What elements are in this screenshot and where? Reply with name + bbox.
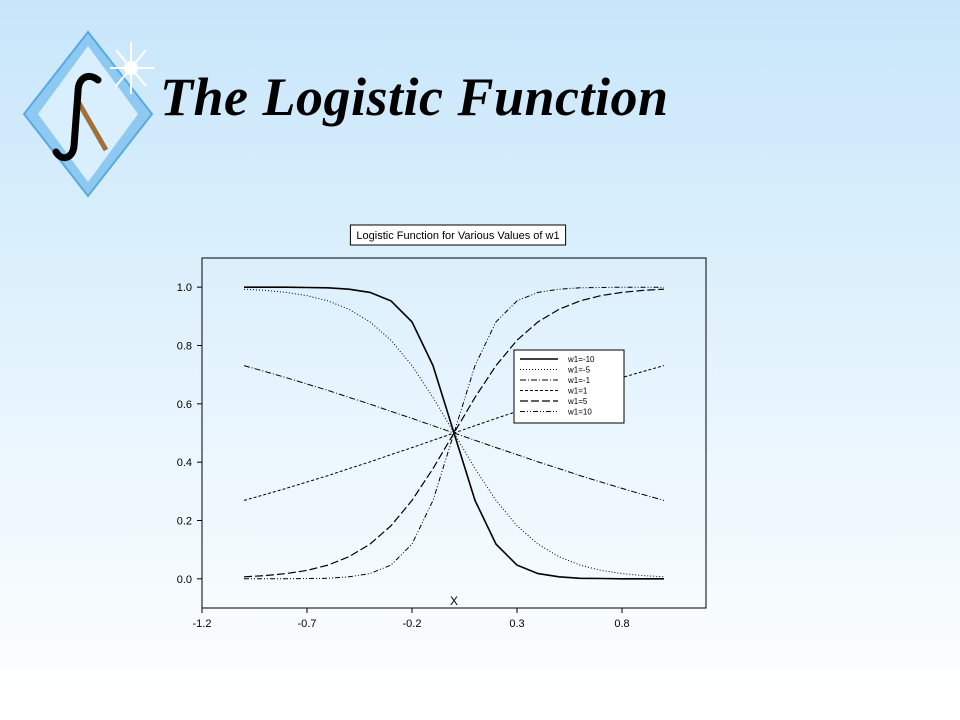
y-tick-label: 0.0 bbox=[177, 574, 192, 586]
series-line-w1=5 bbox=[243, 288, 665, 578]
x-tick-label: -1.2 bbox=[193, 618, 212, 630]
plot-frame bbox=[201, 257, 707, 609]
x-tick-label: -0.2 bbox=[403, 618, 422, 630]
x-axis-label: X bbox=[450, 594, 458, 608]
chart-title: Logistic Function for Various Values of … bbox=[356, 230, 559, 242]
x-tick-label: 0.8 bbox=[614, 618, 629, 630]
series-line-w1=1 bbox=[243, 365, 665, 501]
legend-box bbox=[513, 349, 625, 424]
series-line-w1=-5 bbox=[243, 288, 665, 578]
y-tick-label: 0.6 bbox=[177, 399, 192, 411]
y-tick-label: 0.4 bbox=[177, 457, 192, 469]
legend-label: w1=5 bbox=[567, 397, 588, 406]
legend-label: w1=-5 bbox=[567, 366, 591, 375]
y-tick-label: 0.2 bbox=[177, 516, 192, 528]
chart-title-box bbox=[349, 224, 567, 246]
x-tick-label: 0.3 bbox=[509, 618, 524, 630]
slide-title: The Logistic Function bbox=[160, 67, 669, 127]
legend-label: w1=-10 bbox=[567, 355, 595, 364]
legend-label: w1=-1 bbox=[567, 376, 591, 385]
integral-diamond-logo-icon bbox=[22, 30, 154, 198]
legend-label: w1=10 bbox=[567, 408, 592, 417]
x-tick-label: -0.7 bbox=[298, 618, 317, 630]
y-tick-label: 1.0 bbox=[177, 282, 192, 294]
legend-label: w1=1 bbox=[567, 387, 588, 396]
y-tick-label: 0.8 bbox=[177, 341, 192, 353]
